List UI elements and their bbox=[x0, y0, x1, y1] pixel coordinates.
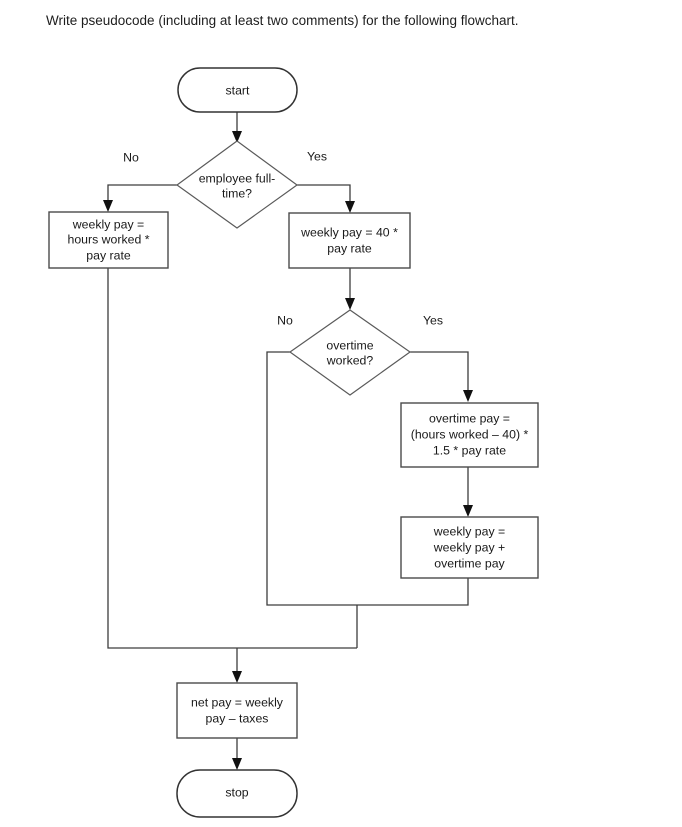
node-process-parttime-pay-line1: weekly pay = bbox=[72, 217, 144, 231]
connector-overtimepay-to-addovertime bbox=[463, 467, 473, 517]
branch-label-overtime-no: No bbox=[277, 313, 293, 327]
connector-merge-to-netpay bbox=[232, 648, 242, 683]
node-process-overtime-pay-line3: 1.5 * pay rate bbox=[433, 443, 506, 457]
connector-fulltime-no bbox=[103, 184, 177, 212]
page-title: Write pseudocode (including at least two… bbox=[46, 13, 519, 28]
connector-fulltime-yes bbox=[297, 184, 355, 213]
node-decision-overtime[interactable]: overtime worked? bbox=[288, 309, 412, 396]
node-decision-fulltime[interactable]: employee full- time? bbox=[175, 140, 299, 229]
node-process-add-overtime[interactable]: weekly pay = weekly pay + overtime pay bbox=[400, 516, 539, 579]
node-process-parttime-pay[interactable]: weekly pay = hours worked * pay rate bbox=[48, 211, 169, 269]
node-decision-fulltime-line1: employee full- bbox=[199, 171, 276, 185]
node-decision-overtime-line2: worked? bbox=[326, 353, 374, 367]
branch-label-fulltime-no: No bbox=[123, 150, 139, 164]
node-process-net-pay-line1: net pay = weekly bbox=[191, 695, 284, 709]
node-process-net-pay[interactable]: net pay = weekly pay – taxes bbox=[176, 682, 298, 739]
node-decision-fulltime-line2: time? bbox=[222, 186, 252, 200]
connector-parttimepay-to-merge bbox=[107, 268, 357, 649]
node-start[interactable]: start bbox=[177, 67, 298, 113]
node-stop-label: stop bbox=[225, 785, 248, 799]
node-process-add-overtime-line1: weekly pay = bbox=[433, 524, 505, 538]
connector-overtime-yes bbox=[410, 351, 473, 402]
node-process-parttime-pay-line2: hours worked * bbox=[67, 232, 149, 246]
connector-start-to-fulltime bbox=[232, 112, 242, 143]
connector-addovertime-to-merge bbox=[357, 578, 469, 606]
branch-label-fulltime-yes: Yes bbox=[307, 149, 327, 163]
node-process-add-overtime-line3: overtime pay bbox=[434, 556, 505, 570]
node-process-parttime-pay-line3: pay rate bbox=[86, 248, 131, 262]
node-process-fulltime-pay-line2: pay rate bbox=[327, 241, 372, 255]
node-process-fulltime-pay-line1: weekly pay = 40 * bbox=[300, 225, 398, 239]
node-process-overtime-pay-line2: (hours worked – 40) * bbox=[411, 427, 529, 441]
connector-overtime-no bbox=[266, 351, 357, 606]
node-process-fulltime-pay[interactable]: weekly pay = 40 * pay rate bbox=[288, 212, 411, 269]
node-start-label: start bbox=[226, 83, 250, 97]
connector-netpay-to-stop bbox=[232, 738, 242, 770]
node-stop[interactable]: stop bbox=[176, 769, 298, 818]
branch-label-overtime-yes: Yes bbox=[423, 313, 443, 327]
node-process-overtime-pay-line1: overtime pay = bbox=[429, 411, 510, 425]
node-process-net-pay-line2: pay – taxes bbox=[206, 711, 269, 725]
node-decision-overtime-line1: overtime bbox=[326, 338, 373, 352]
connector-fulltimepay-to-overtime bbox=[345, 268, 355, 310]
node-process-add-overtime-line2: weekly pay + bbox=[433, 540, 505, 554]
node-process-overtime-pay[interactable]: overtime pay = (hours worked – 40) * 1.5… bbox=[400, 402, 539, 468]
